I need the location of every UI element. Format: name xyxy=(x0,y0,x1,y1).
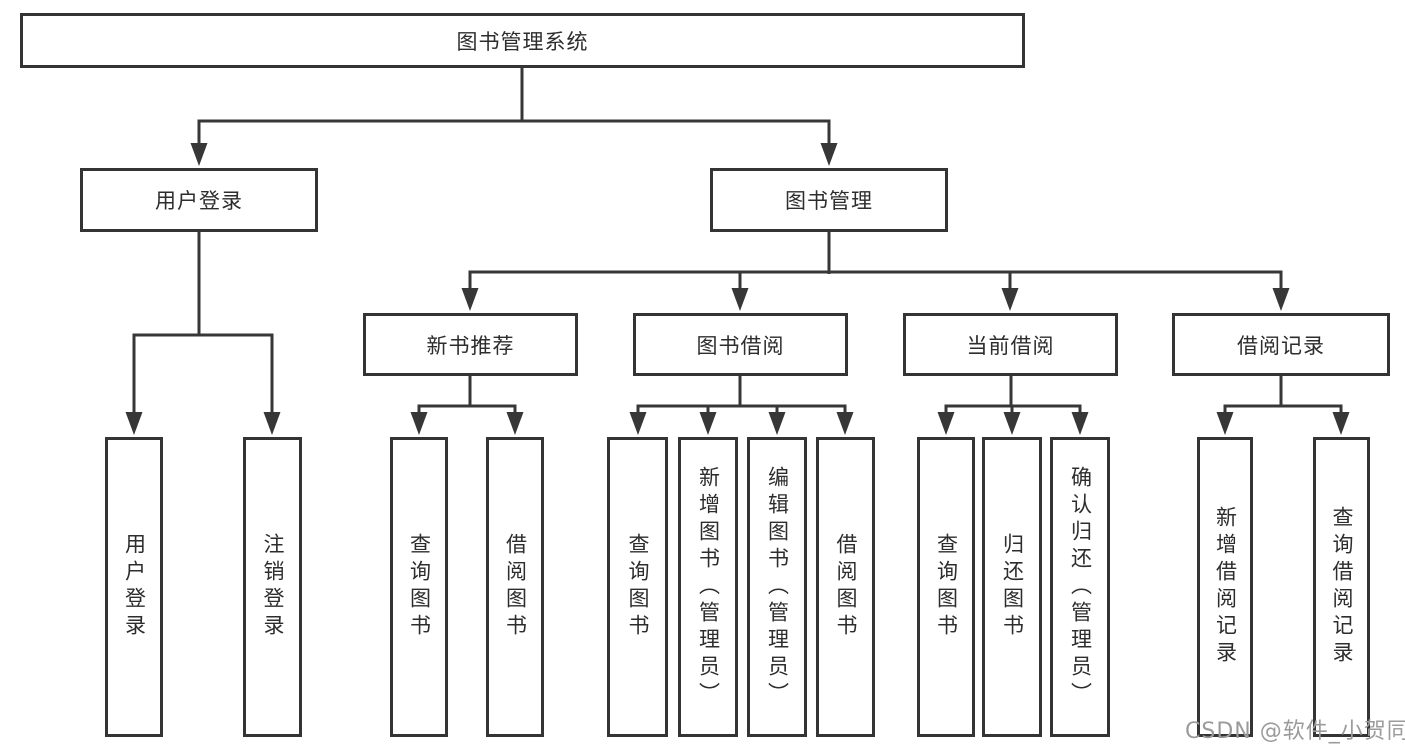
leaf-add-book-admin: 新增图书（管理员） xyxy=(678,437,738,737)
leaf-newrec-query-book: 查询图书 xyxy=(390,437,448,737)
leaf-logout: 注销登录 xyxy=(243,437,302,737)
arrowheads xyxy=(125,143,1350,435)
leaf-current-query-book: 查询图书 xyxy=(917,437,975,737)
leaf-return-book: 归还图书 xyxy=(982,437,1042,737)
leaf-borrow-query-book: 查询图书 xyxy=(607,437,668,737)
leaf-confirm-return-admin: 确认归还（管理员） xyxy=(1050,437,1110,737)
leaf-borrow-book: 借阅图书 xyxy=(816,437,875,737)
node-borrow-records: 借阅记录 xyxy=(1172,313,1390,376)
node-current-borrowing: 当前借阅 xyxy=(903,313,1118,376)
leaf-add-borrow-record: 新增借阅记录 xyxy=(1197,437,1253,737)
leaf-edit-book-admin: 编辑图书（管理员） xyxy=(747,437,807,737)
node-book-management: 图书管理 xyxy=(710,168,948,232)
leaf-query-borrow-record: 查询借阅记录 xyxy=(1313,437,1370,737)
node-new-book-recommend: 新书推荐 xyxy=(363,313,578,376)
leaf-newrec-borrow-book: 借阅图书 xyxy=(486,437,544,737)
node-book-borrowing: 图书借阅 xyxy=(633,313,848,376)
csdn-watermark: CSDN @软件_小贺同学 xyxy=(1185,719,1405,744)
leaf-user-login: 用户登录 xyxy=(105,437,163,737)
node-user-login: 用户登录 xyxy=(80,168,318,232)
node-library-management-system: 图书管理系统 xyxy=(20,13,1025,68)
